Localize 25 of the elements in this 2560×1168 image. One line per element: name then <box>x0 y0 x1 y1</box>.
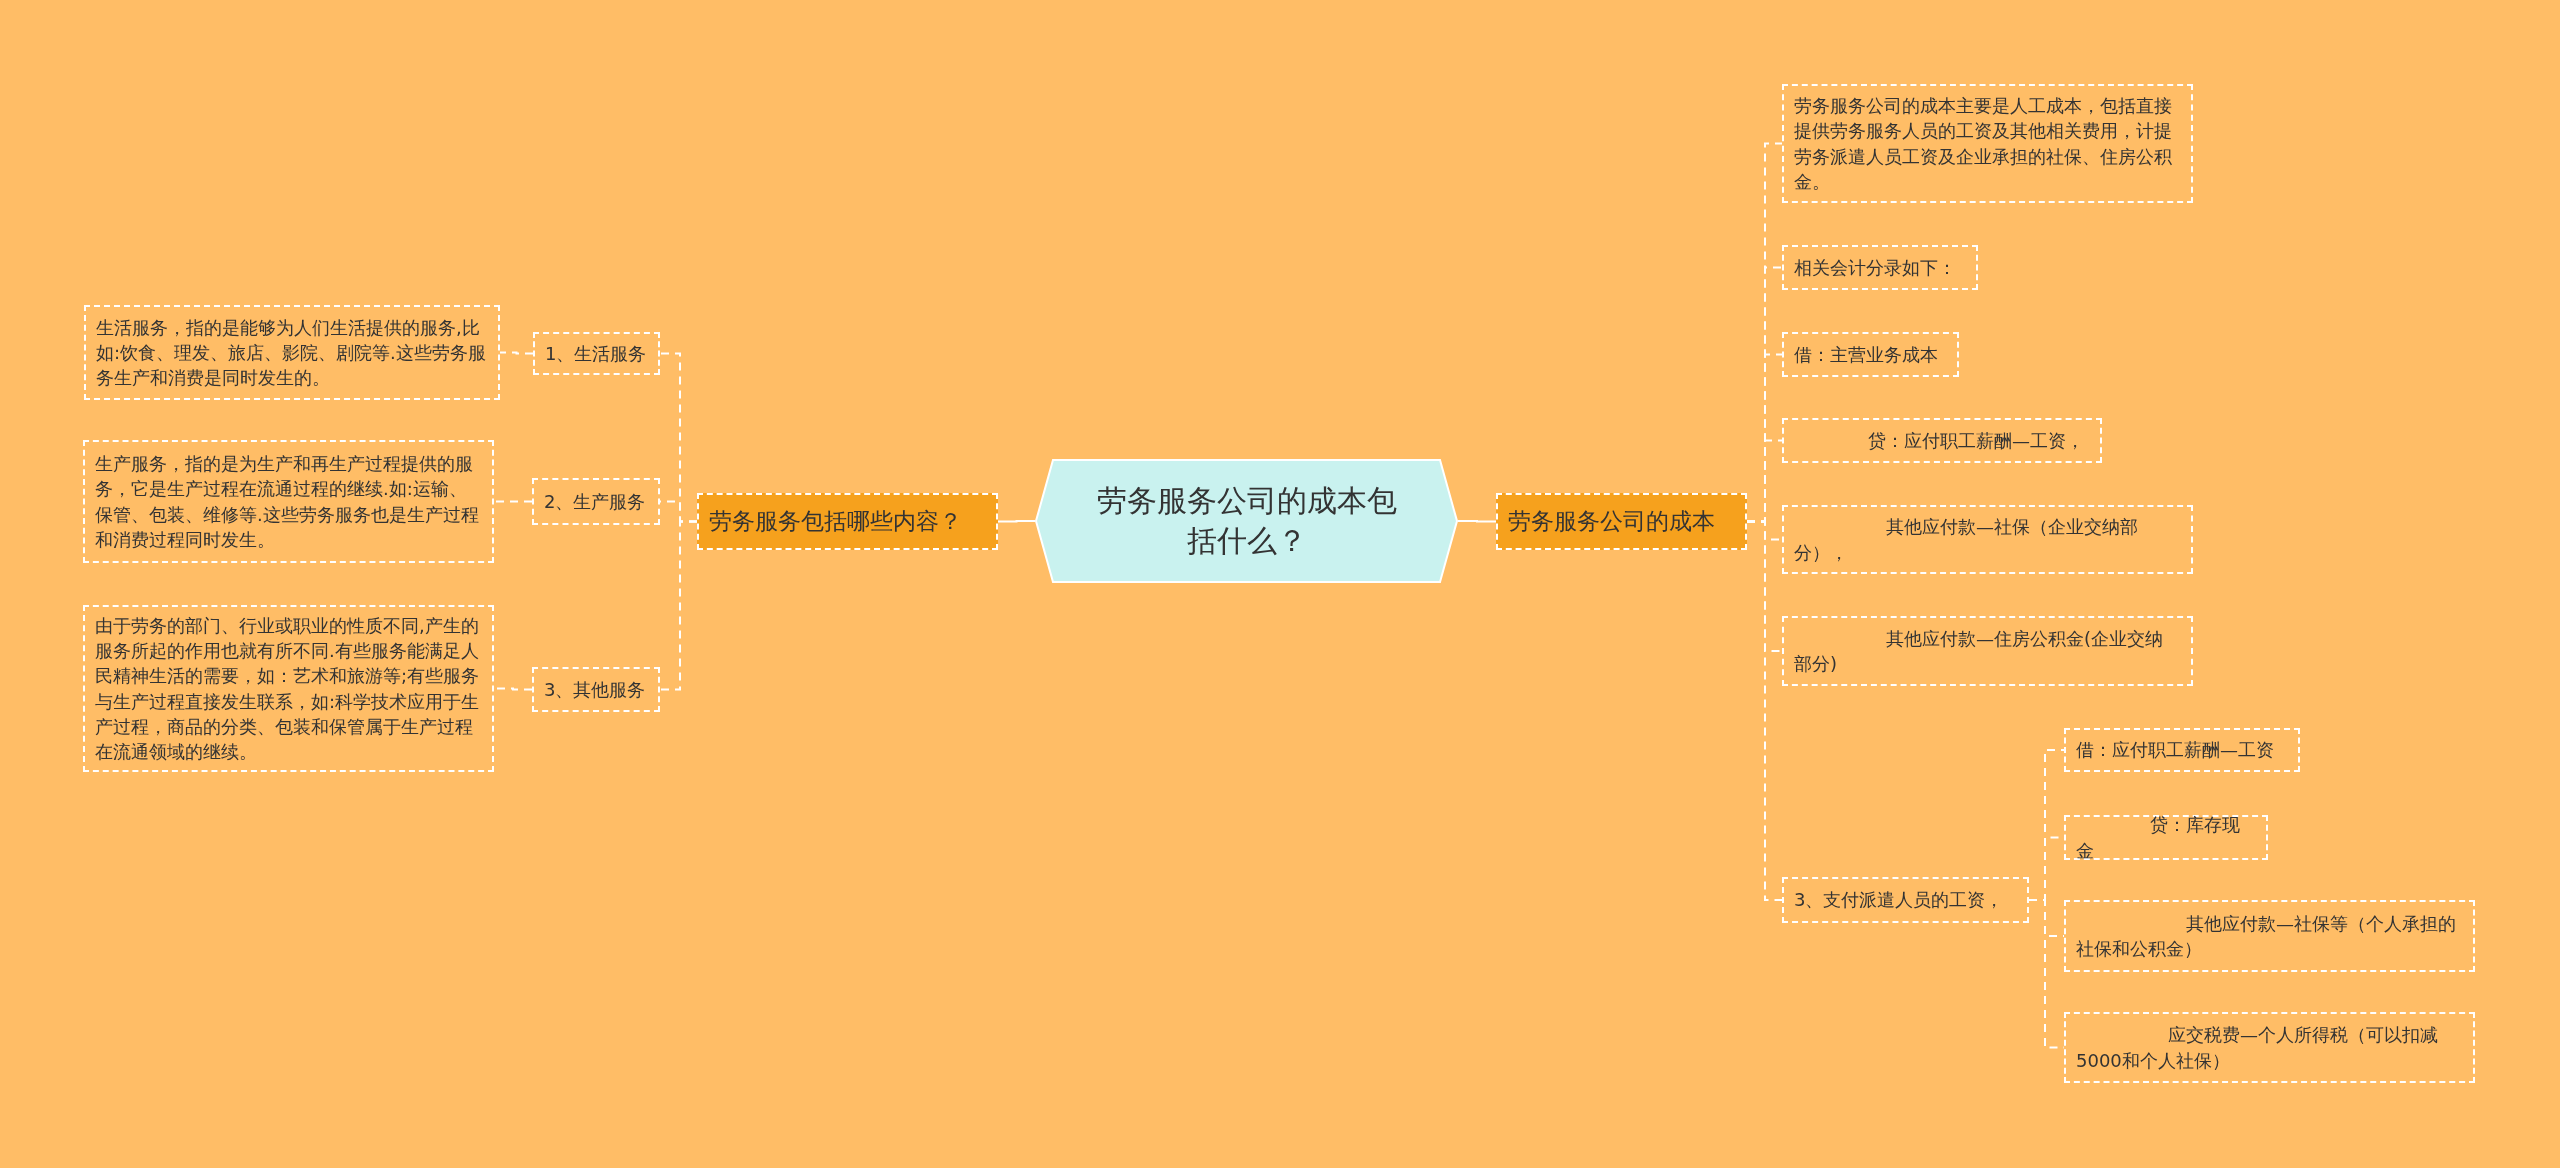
central-topic: 劳务服务公司的成本包括什么？ <box>1035 459 1458 583</box>
connector-line <box>1457 520 1497 523</box>
topic-box: 借：应付职工薪酬—工资 <box>2064 728 2300 772</box>
connector-line <box>499 351 534 355</box>
topic-box: 相关会计分录如下： <box>1782 245 1978 290</box>
connector-line <box>659 520 698 691</box>
topic-box: 生活服务，指的是能够为人们生活提供的服务,比如:饮食、理发、旅店、影院、剧院等.这些劳务服务生产和消费是同时发生的。 <box>84 305 500 400</box>
topic-box: 1、生活服务 <box>533 332 660 375</box>
connector-line <box>493 500 533 503</box>
topic-box: 由于劳务的部门、行业或职业的性质不同,产生的服务所起的作用也就有所不同.有些服务能满足人民精神生活的需要，如：艺术和旅游等;有些服务与生产过程直接发生联系，如:科学技术应用于生产过程，商品的分类、包装和保管属于生产过程在流通领域的继续。 <box>83 605 494 772</box>
branch-topic: 劳务服务包括哪些内容？ <box>697 493 998 550</box>
topic-box: 其他应付款—住房公积金(企业交纳部分) <box>1782 616 2193 686</box>
topic-box: 贷：应付职工薪酬—工资， <box>1782 418 2102 463</box>
topic-box: 劳务服务公司的成本主要是人工成本，包括直接提供劳务服务人员的工资及其他相关费用，计提劳务派遣人员工资及企业承担的社保、住房公积金。 <box>1782 84 2193 203</box>
topic-box: 其他应付款—社保（企业交纳部分）， <box>1782 505 2193 574</box>
branch-topic: 劳务服务公司的成本 <box>1496 493 1747 550</box>
topic-box: 贷：库存现金 <box>2064 815 2268 860</box>
topic-box: 应交税费—个人所得税（可以扣减5000和个人社保） <box>2064 1012 2475 1083</box>
topic-box: 其他应付款—社保等（个人承担的社保和公积金） <box>2064 900 2475 972</box>
connector-line <box>997 520 1036 523</box>
topic-box: 借：主营业务成本 <box>1782 332 1959 377</box>
topic-box: 3、其他服务 <box>532 667 660 712</box>
topic-box: 2、生产服务 <box>532 478 660 525</box>
topic-box: 生产服务，指的是为生产和再生产过程提供的服务，它是生产过程在流通过程的继续.如:运输、保管、包装、维修等.这些劳务服务也是生产过程和消费过程同时发生。 <box>83 440 494 563</box>
topic-box: 3、支付派遣人员的工资， <box>1782 877 2029 923</box>
